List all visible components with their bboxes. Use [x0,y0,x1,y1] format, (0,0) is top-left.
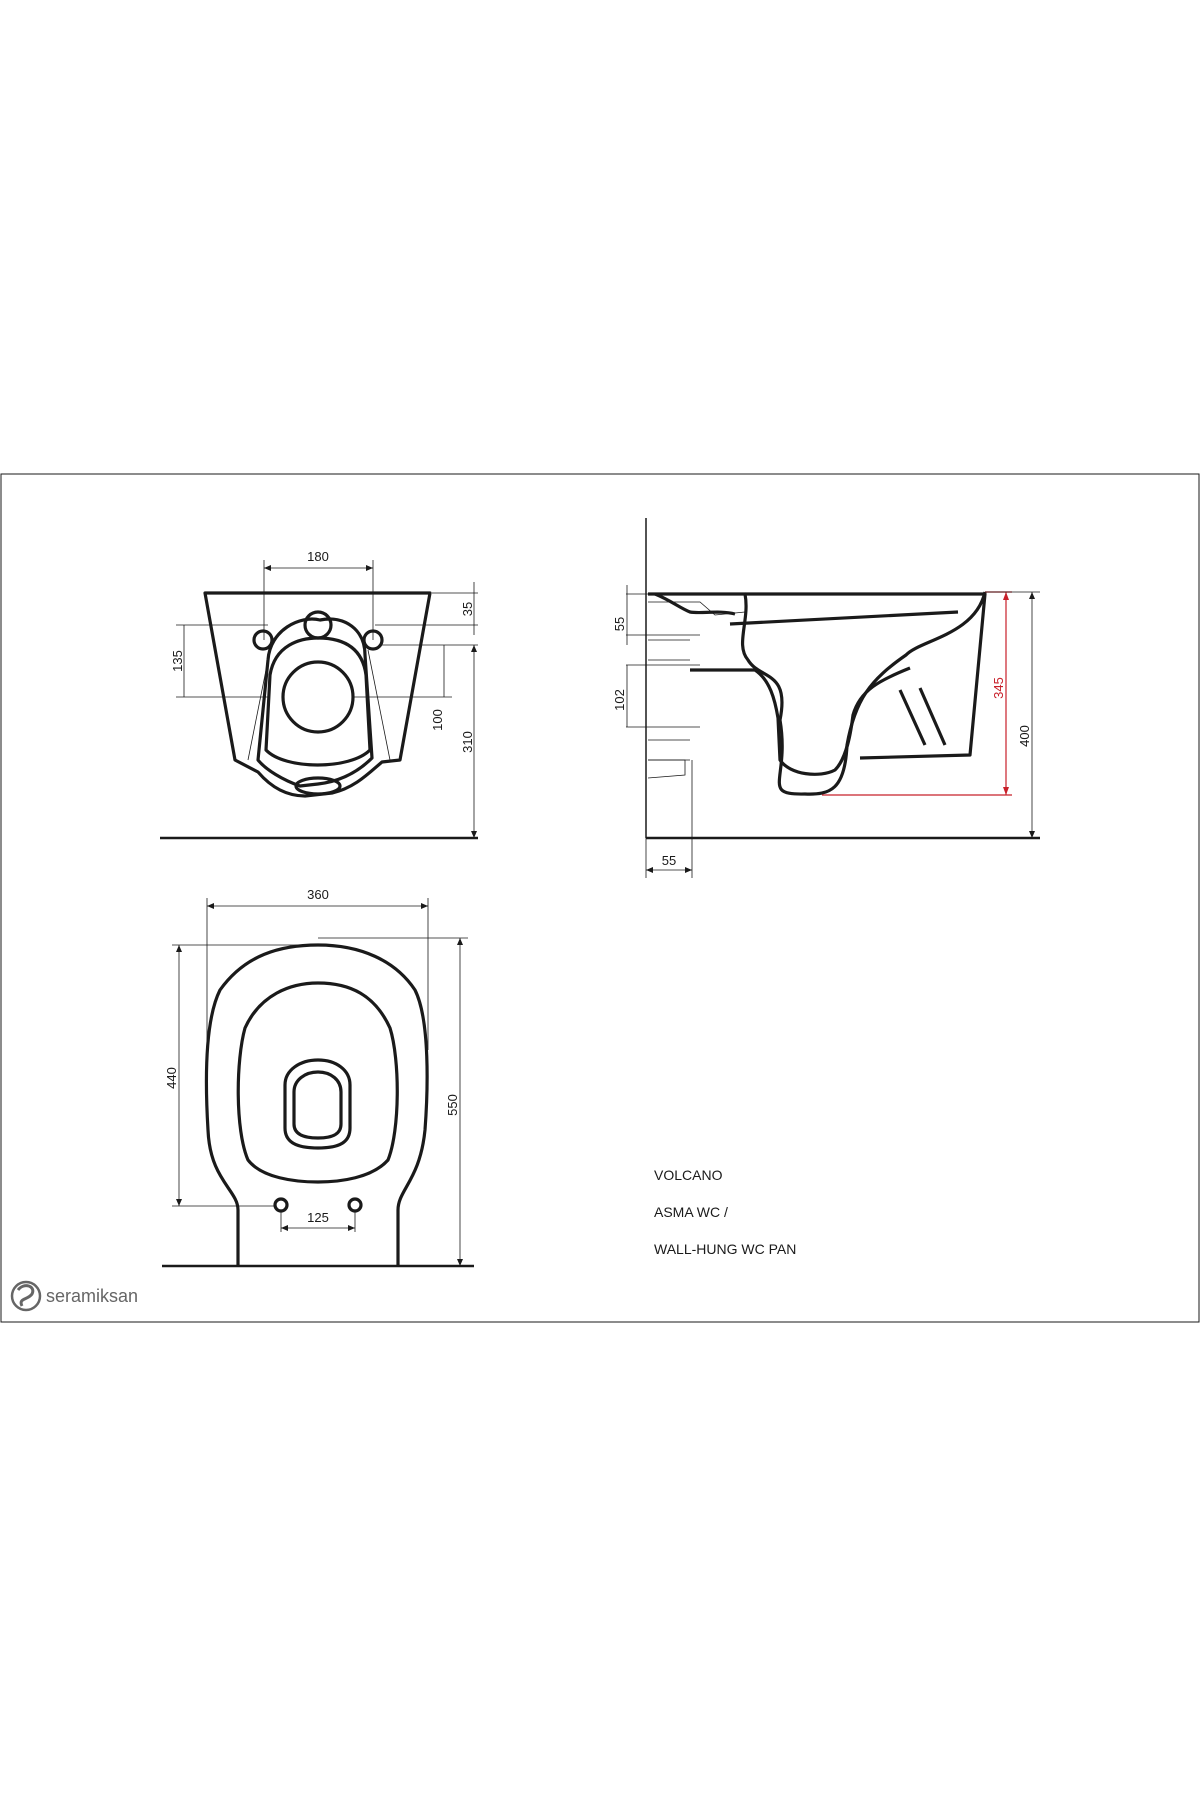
dim-135: 135 [170,650,185,672]
dim-side-55-bottom: 55 [662,853,676,868]
dim-top-440: 440 [164,1067,179,1089]
bolt-hole-left [273,1197,289,1213]
dim-180: 180 [307,549,329,564]
brand-name: seramiksan [46,1286,138,1306]
dim-top-550: 550 [445,1094,460,1116]
inlet-hole [303,610,333,640]
dim-side-345: 345 [991,677,1006,699]
sheet-frame [0,473,1200,1323]
title-block: VOLCANO ASMA WC / WALL-HUNG WC PAN [654,1167,796,1257]
product-name: VOLCANO [654,1167,723,1183]
brand-logo-icon [10,1280,42,1312]
dim-side-102: 102 [612,689,627,711]
dim-100: 100 [430,709,445,731]
dim-top-360: 360 [307,887,329,902]
brand-logo: seramiksan [10,1280,138,1312]
outlet-hole [281,660,355,734]
bolt-hole-right [347,1197,363,1213]
dim-side-55-top: 55 [612,617,627,631]
dim-310: 310 [460,731,475,753]
front-view: 180 35 135 100 310 [160,549,478,840]
side-view: 55 102 55 345 400 [612,518,1040,878]
dim-top-125: 125 [307,1210,329,1225]
product-type-en: WALL-HUNG WC PAN [654,1241,796,1257]
product-type-tr: ASMA WC / [654,1204,728,1220]
dim-side-400: 400 [1017,725,1032,747]
fixing-hole-left [252,629,274,651]
top-view: 360 440 550 125 [162,887,474,1268]
dim-35: 35 [460,602,475,616]
